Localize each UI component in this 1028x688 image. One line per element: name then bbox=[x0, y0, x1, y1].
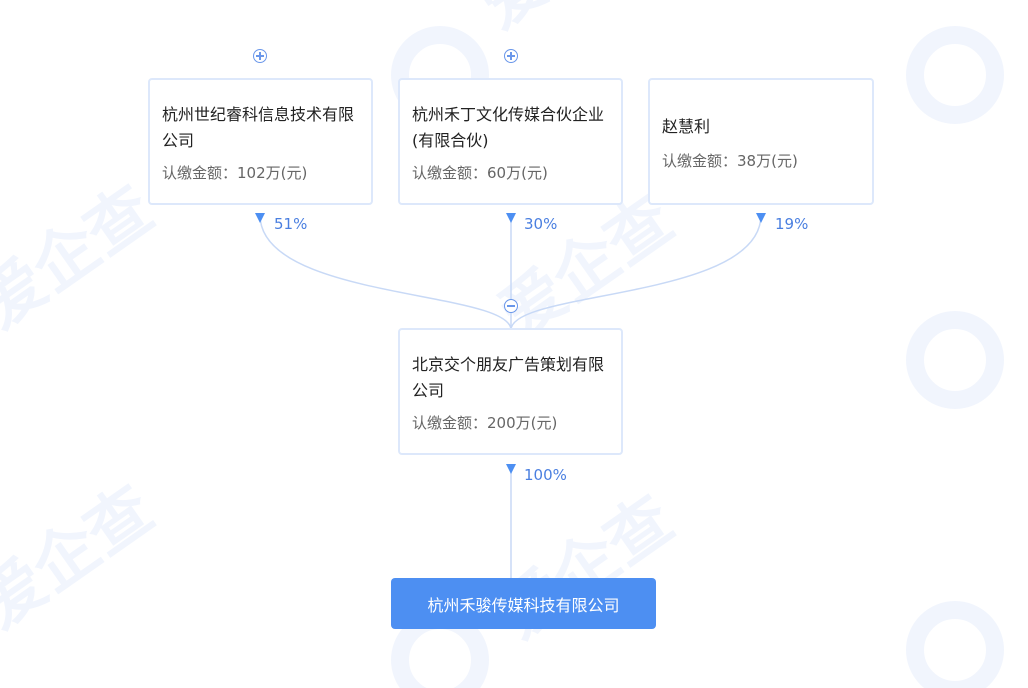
target-company-name: 杭州禾骏传媒科技有限公司 bbox=[427, 595, 620, 615]
connector-3 bbox=[510, 214, 762, 331]
arrow-down-icon bbox=[756, 213, 766, 223]
arrow-down-icon bbox=[506, 213, 516, 223]
arrow-down-icon bbox=[506, 464, 516, 474]
share-percent: 100% bbox=[524, 466, 567, 484]
arrow-down-icon bbox=[255, 213, 265, 223]
share-percent: 19% bbox=[775, 215, 809, 233]
shareholder-name: 杭州世纪睿科信息技术有限公司 bbox=[162, 105, 355, 150]
expand-plus-icon[interactable] bbox=[504, 49, 518, 63]
shareholder-name: 杭州禾丁文化传媒合伙企业(有限合伙) bbox=[412, 105, 605, 150]
target-company-button[interactable]: 杭州禾骏传媒科技有限公司 bbox=[391, 578, 656, 629]
shareholder-card[interactable]: 杭州世纪睿科信息技术有限公司 认缴金额：102万(元) bbox=[148, 78, 373, 205]
shareholder-card[interactable]: 杭州禾丁文化传媒合伙企业(有限合伙) 认缴金额：60万(元) bbox=[398, 78, 623, 205]
shareholder-card[interactable]: 赵慧利 认缴金额：38万(元) bbox=[648, 78, 874, 205]
subscribed-amount: 认缴金额：38万(元) bbox=[662, 152, 798, 170]
expand-plus-icon[interactable] bbox=[253, 49, 267, 63]
subscribed-amount: 认缴金额：60万(元) bbox=[412, 164, 548, 182]
shareholder-name: 赵慧利 bbox=[662, 117, 711, 136]
subscribed-amount: 认缴金额：200万(元) bbox=[412, 414, 558, 432]
share-percent: 30% bbox=[524, 215, 558, 233]
share-percent: 51% bbox=[274, 215, 308, 233]
company-name: 北京交个朋友广告策划有限公司 bbox=[412, 355, 605, 400]
connector-1 bbox=[259, 214, 512, 331]
parent-company-card[interactable]: 北京交个朋友广告策划有限公司 认缴金额：200万(元) bbox=[398, 328, 623, 455]
collapse-minus-icon[interactable] bbox=[504, 299, 518, 313]
subscribed-amount: 认缴金额：102万(元) bbox=[162, 164, 308, 182]
